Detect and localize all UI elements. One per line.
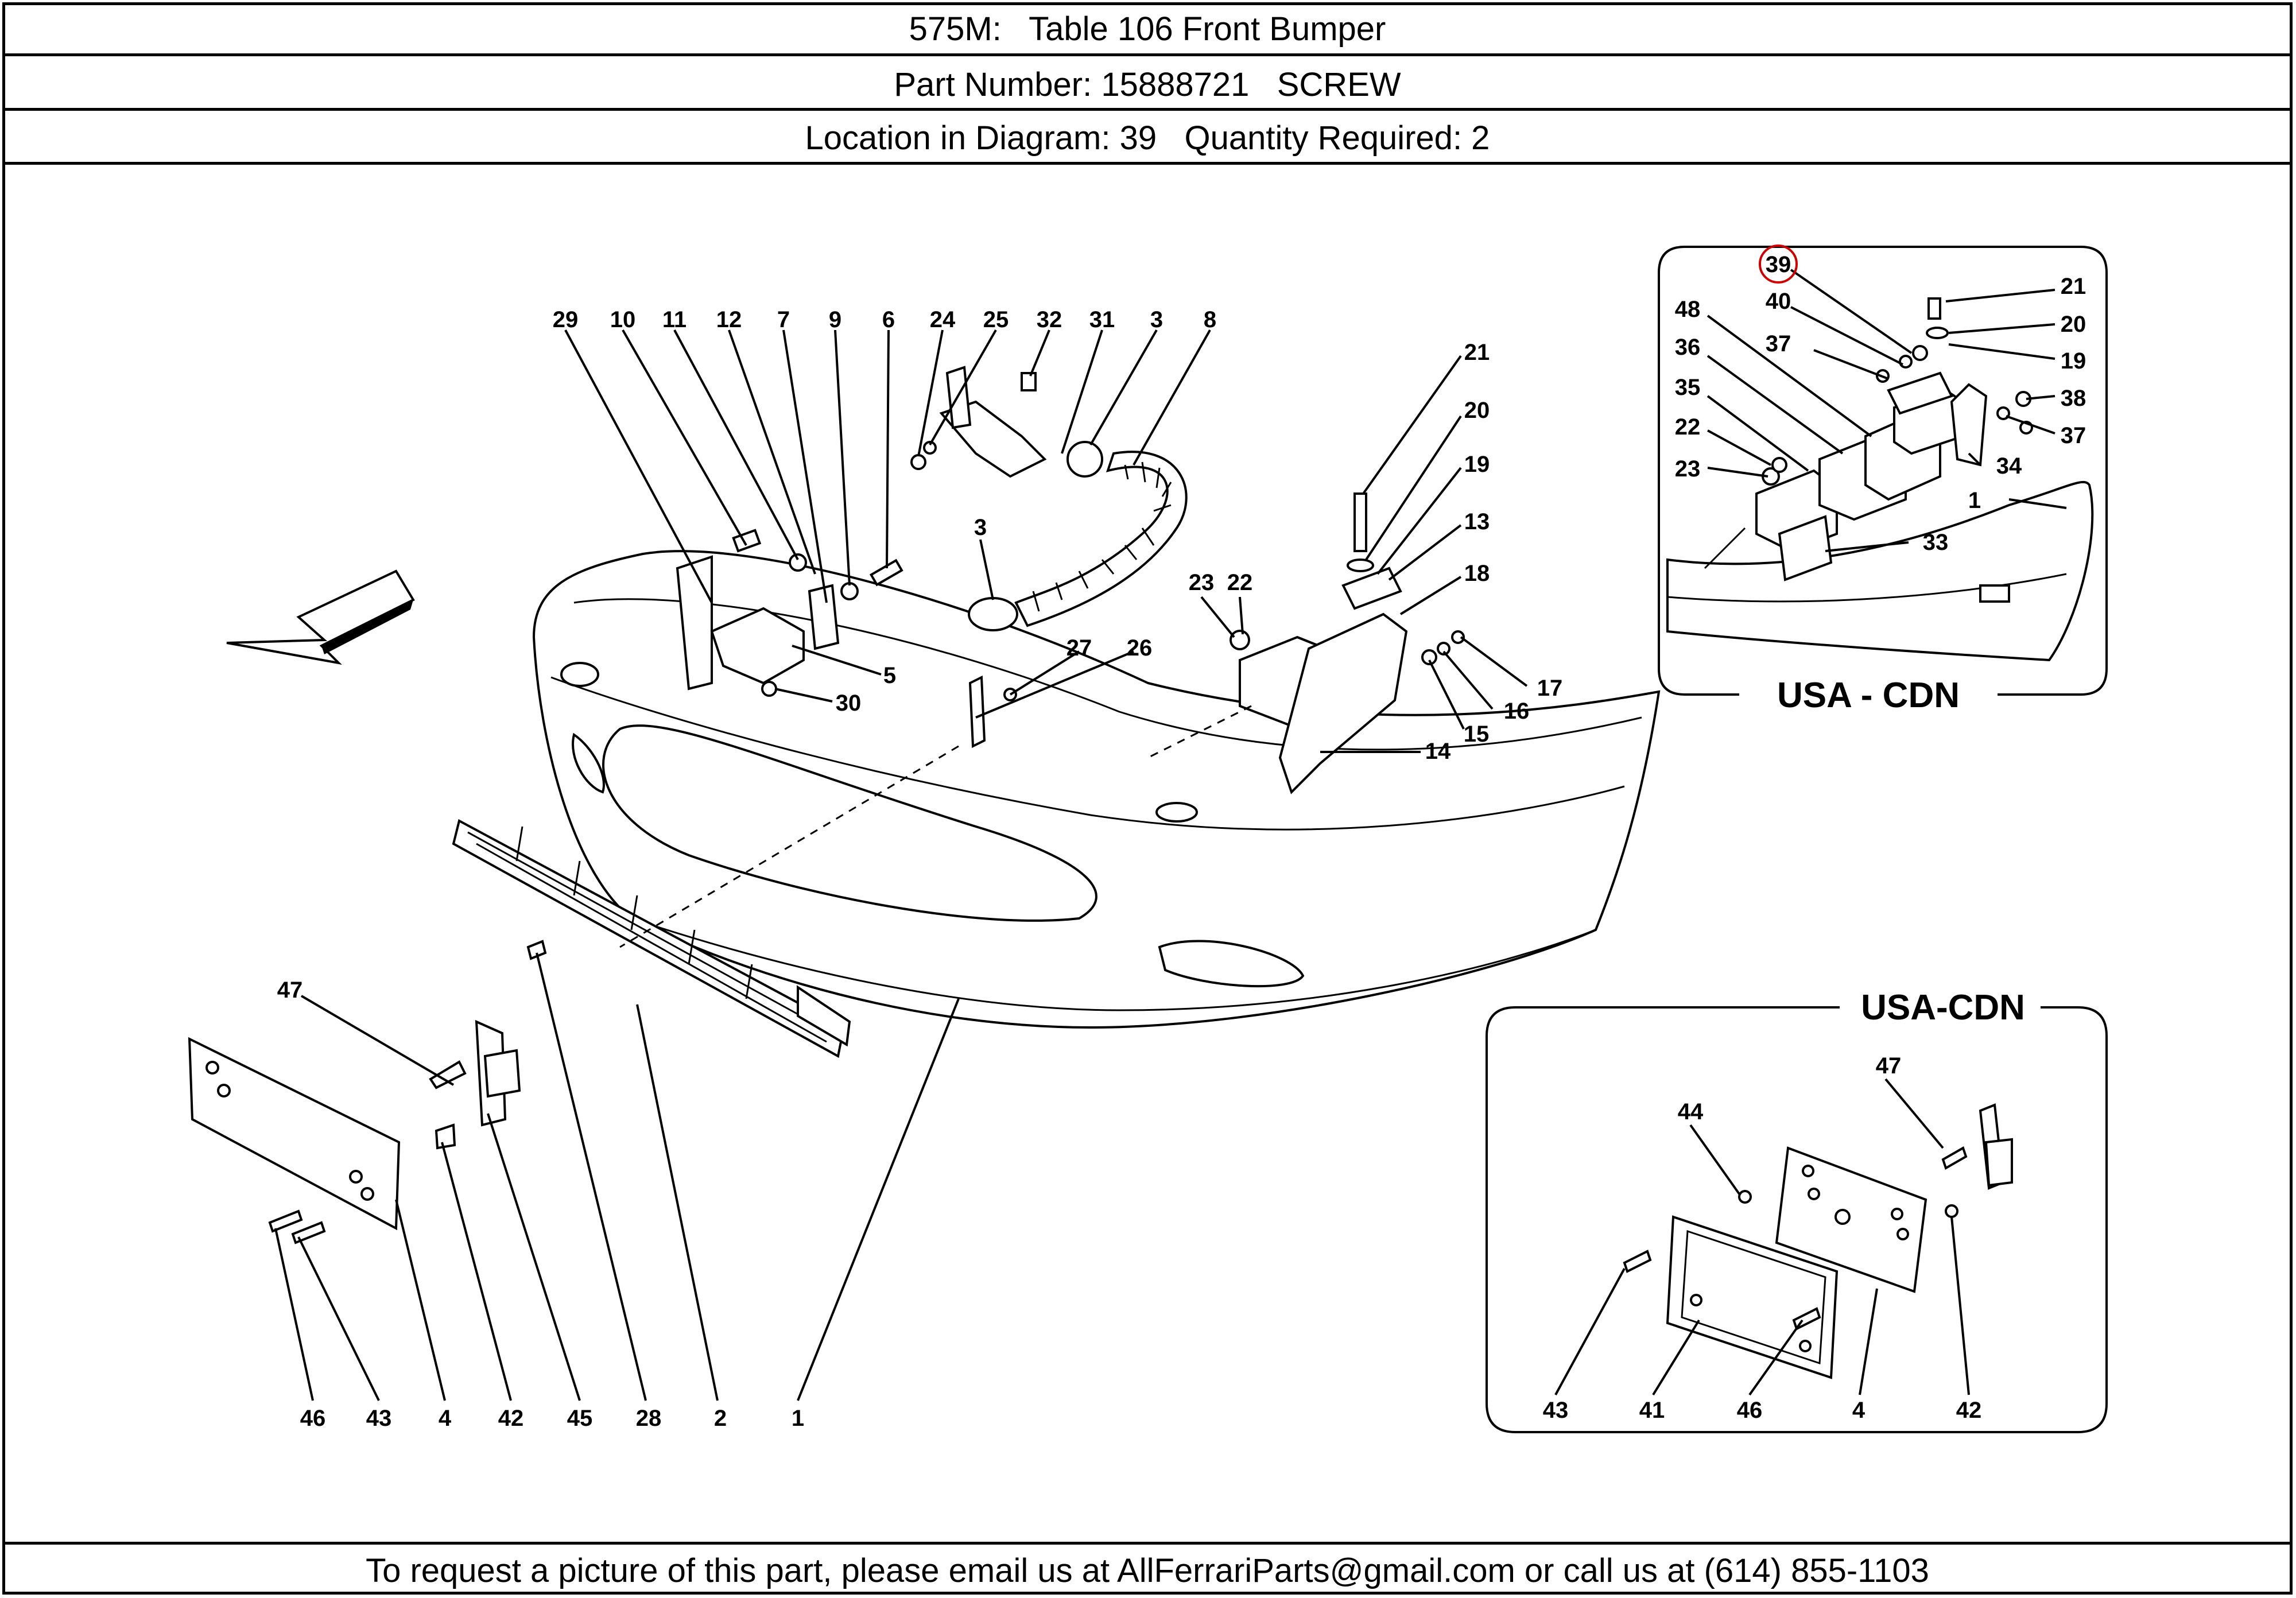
callout-19: 19 [1464, 452, 1490, 477]
inset-bottom-callout-4: 4 [1852, 1398, 1865, 1423]
inset-callout-1: 1 [1968, 488, 1981, 513]
inset-callout-33: 33 [1923, 530, 1949, 555]
inset-bottom-callout-46: 46 [1737, 1398, 1763, 1423]
callout-30: 30 [836, 691, 862, 716]
inset-callout-23: 23 [1675, 456, 1701, 482]
callout-8: 8 [1204, 307, 1216, 332]
callout-leader-lines [274, 329, 1528, 1401]
callout-9: 9 [829, 307, 841, 332]
lower-grille-part [452, 819, 851, 1058]
inset-callout-22: 22 [1675, 414, 1701, 440]
inset-bottom-callout-44: 44 [1678, 1099, 1704, 1124]
inset-callout-48: 48 [1675, 297, 1701, 322]
page-title: 575M: Table 106 Front Bumper [909, 10, 1386, 48]
highlight-circle-39 [1759, 245, 1798, 284]
inset-callout-36: 36 [1675, 335, 1701, 360]
callout-3-top: 3 [1150, 307, 1163, 332]
inset-callout-37-left: 37 [1766, 331, 1791, 356]
callout-10: 10 [610, 307, 636, 332]
inset-callout-21: 21 [2061, 274, 2086, 299]
callout-14: 14 [1425, 739, 1451, 764]
callout-17: 17 [1537, 676, 1563, 701]
callout-24: 24 [930, 307, 956, 332]
license-plate-bracket-part [188, 940, 547, 1244]
inset-bracket-stack [1755, 297, 2033, 581]
contact-footer: To request a picture of this part, pleas… [2, 1542, 2293, 1595]
callout-25: 25 [983, 307, 1009, 332]
callout-11: 11 [662, 307, 687, 332]
inset-callout-34: 34 [1996, 453, 2022, 479]
callout-2: 2 [714, 1406, 727, 1431]
location-row: Location in Diagram: 39 Quantity Require… [2, 111, 2293, 165]
callout-3-hose: 3 [974, 515, 987, 540]
callout-42: 42 [498, 1406, 524, 1431]
inset-plate-frame [1666, 1215, 1839, 1379]
inset-bottom-callout-41: 41 [1639, 1398, 1665, 1423]
callout-45: 45 [567, 1406, 593, 1431]
callout-5: 5 [883, 663, 896, 688]
callout-43: 43 [366, 1406, 392, 1431]
inset-callout-37-right: 37 [2061, 423, 2086, 448]
inset-top-usa-cdn: USA - CDN [1658, 245, 2108, 715]
callout-13: 13 [1464, 509, 1490, 534]
right-mount-bracket-part [1230, 492, 1465, 794]
callout-6: 6 [882, 307, 895, 332]
leader-dashed-2 [1147, 705, 1252, 759]
callout-47: 47 [277, 978, 303, 1003]
inset-bumper-corner [1666, 480, 2094, 662]
callout-1: 1 [792, 1406, 804, 1431]
location-text: Location in Diagram: 39 Quantity Require… [805, 119, 1490, 157]
inset-callout-20: 20 [2061, 312, 2086, 337]
callout-29: 29 [553, 307, 579, 332]
callout-4: 4 [439, 1406, 452, 1431]
callout-27: 27 [1066, 635, 1092, 661]
inset-callout-38: 38 [2061, 386, 2086, 411]
callout-23: 23 [1189, 570, 1215, 595]
inset-bottom-callout-43: 43 [1543, 1398, 1569, 1423]
inset-callout-19: 19 [2061, 348, 2086, 374]
inset-bottom-callout-47: 47 [1876, 1053, 1902, 1079]
callout-28: 28 [636, 1406, 662, 1431]
callout-32: 32 [1037, 307, 1062, 332]
callout-20: 20 [1464, 398, 1490, 423]
part-number-row: Part Number: 15888721 SCREW [2, 56, 2293, 111]
inset-callout-39: 39 [1766, 252, 1791, 277]
part-number-text: Part Number: 15888721 SCREW [894, 66, 1401, 103]
front-bumper-shape [532, 550, 1661, 1029]
callout-15: 15 [1464, 722, 1490, 747]
air-hose-part [910, 366, 1188, 631]
title-row: 575M: Table 106 Front Bumper [2, 2, 2293, 56]
contact-text: To request a picture of this part, pleas… [366, 1552, 1929, 1589]
callout-21: 21 [1464, 340, 1490, 365]
callout-31: 31 [1089, 307, 1115, 332]
callout-12: 12 [716, 307, 742, 332]
main-callout-labels: 29 10 11 12 7 9 6 24 25 32 31 3 8 3 5 30… [277, 307, 1563, 1431]
callout-16: 16 [1504, 699, 1530, 724]
inset-callout-35: 35 [1675, 375, 1701, 400]
inset-callout-40: 40 [1766, 289, 1791, 314]
inset-reflector [1979, 584, 2010, 603]
inset-bottom-usa-cdn: USA-CDN 47 44 43 41 46 4 42 [1486, 988, 2108, 1433]
leader-dashed-1 [619, 745, 959, 948]
callout-18: 18 [1464, 561, 1490, 586]
inset-bottom-callout-42: 42 [1956, 1398, 1982, 1423]
callout-46: 46 [300, 1406, 326, 1431]
callout-7: 7 [777, 307, 790, 332]
callout-22: 22 [1227, 570, 1253, 595]
inset-plate-bracket [1775, 1146, 1927, 1293]
left-mount-bracket-part [676, 529, 903, 697]
inset-top-title: USA - CDN [1777, 676, 1960, 715]
callout-26: 26 [1127, 635, 1153, 661]
direction-arrow-icon [226, 569, 415, 665]
inset-bottom-title: USA-CDN [1861, 988, 2025, 1027]
